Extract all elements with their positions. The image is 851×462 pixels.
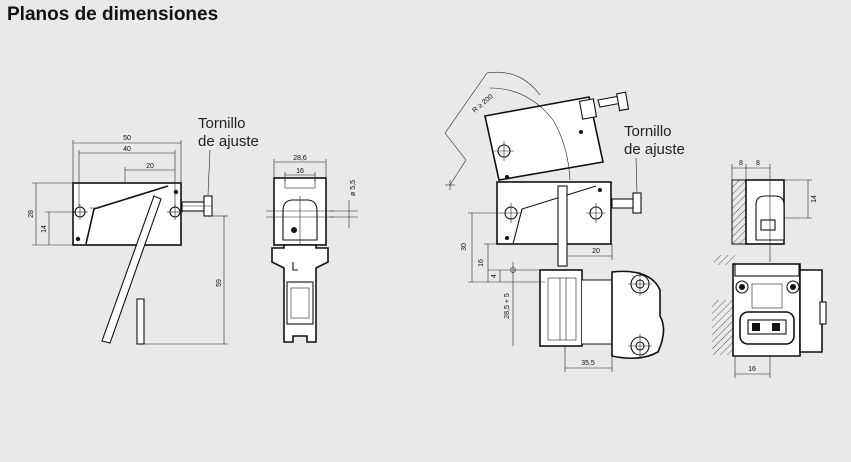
- dim-28: 28: [28, 210, 35, 218]
- dim-16-bottom: 16: [748, 366, 756, 373]
- dim-14-right: 14: [811, 195, 818, 203]
- page-title: Planos de dimensiones: [7, 4, 219, 25]
- adjusting-screw-label-right-line1: Tornillo: [624, 123, 672, 140]
- dim-30: 30: [461, 243, 468, 251]
- dim-8-left: 8: [739, 160, 743, 167]
- dim-4: 4: [491, 274, 498, 278]
- drawing-front-view-right: 8 8 14 16: [712, 160, 827, 378]
- dim-28-6: 28,6: [293, 155, 307, 162]
- drawing-side-view-right: R ≥ 200 30 16 4 28,5 + 5 20 35,5 Tornill…: [444, 71, 685, 372]
- adjusting-screw-label-left-line2: de ajuste: [198, 133, 259, 150]
- drawing-side-view-left: 50 40 20 28 14 59 Tornillo de ajuste: [28, 115, 259, 345]
- dim-16: 16: [296, 168, 304, 175]
- dim-35-5: 35,5: [581, 360, 595, 367]
- dim-16-right: 16: [478, 259, 485, 267]
- dim-59: 59: [216, 279, 223, 287]
- dim-28-5-plus-5: 28,5 + 5: [504, 293, 511, 319]
- dim-14: 14: [41, 225, 48, 233]
- dim-50: 50: [123, 135, 131, 142]
- dim-diameter-5-5: ø 5,5: [350, 180, 357, 196]
- dim-40: 40: [123, 146, 131, 153]
- dim-20-right: 20: [592, 248, 600, 255]
- dim-8-right: 8: [756, 160, 760, 167]
- adjusting-screw-label-left-line1: Tornillo: [198, 115, 246, 132]
- adjusting-screw-label-right-line2: de ajuste: [624, 141, 685, 158]
- drawing-front-view-left: 28,6 16 ø 5,5: [266, 155, 358, 343]
- dim-radius-200: R ≥ 200: [471, 93, 494, 114]
- dim-20: 20: [146, 163, 154, 170]
